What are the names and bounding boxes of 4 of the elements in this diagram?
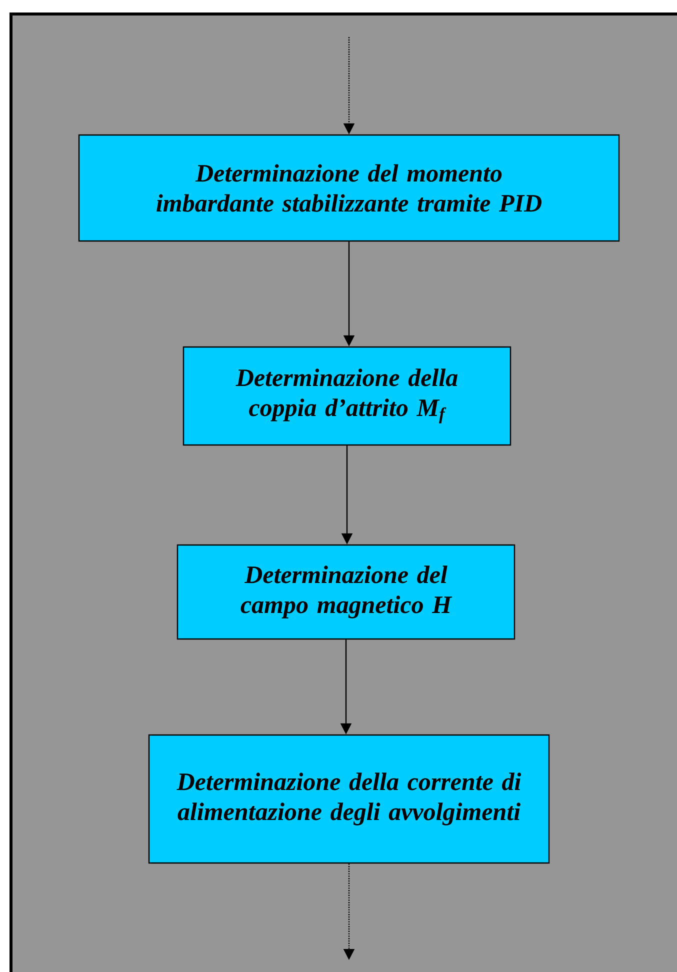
- process-box: Determinazione del campo magnetico H: [176, 544, 516, 640]
- process-box: Determinazione della coppia d’attrito M$_{f}$: [182, 346, 512, 446]
- process-box: Determinazione del momento imbardante stabilizzante tramite PID: [78, 134, 620, 242]
- process-box: Determinazione della corrente di alimentazione degli avvolgimenti: [148, 734, 550, 864]
